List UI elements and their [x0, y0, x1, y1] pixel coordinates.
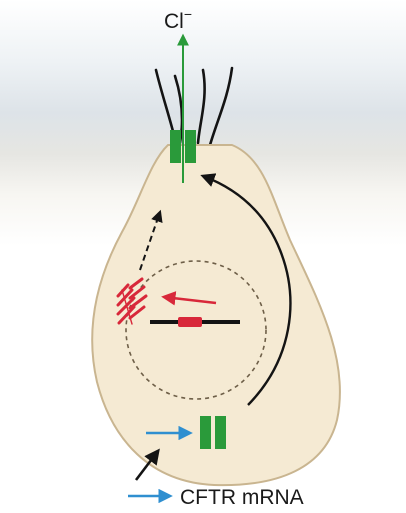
legend-mrna-label: CFTR mRNA [180, 486, 304, 509]
